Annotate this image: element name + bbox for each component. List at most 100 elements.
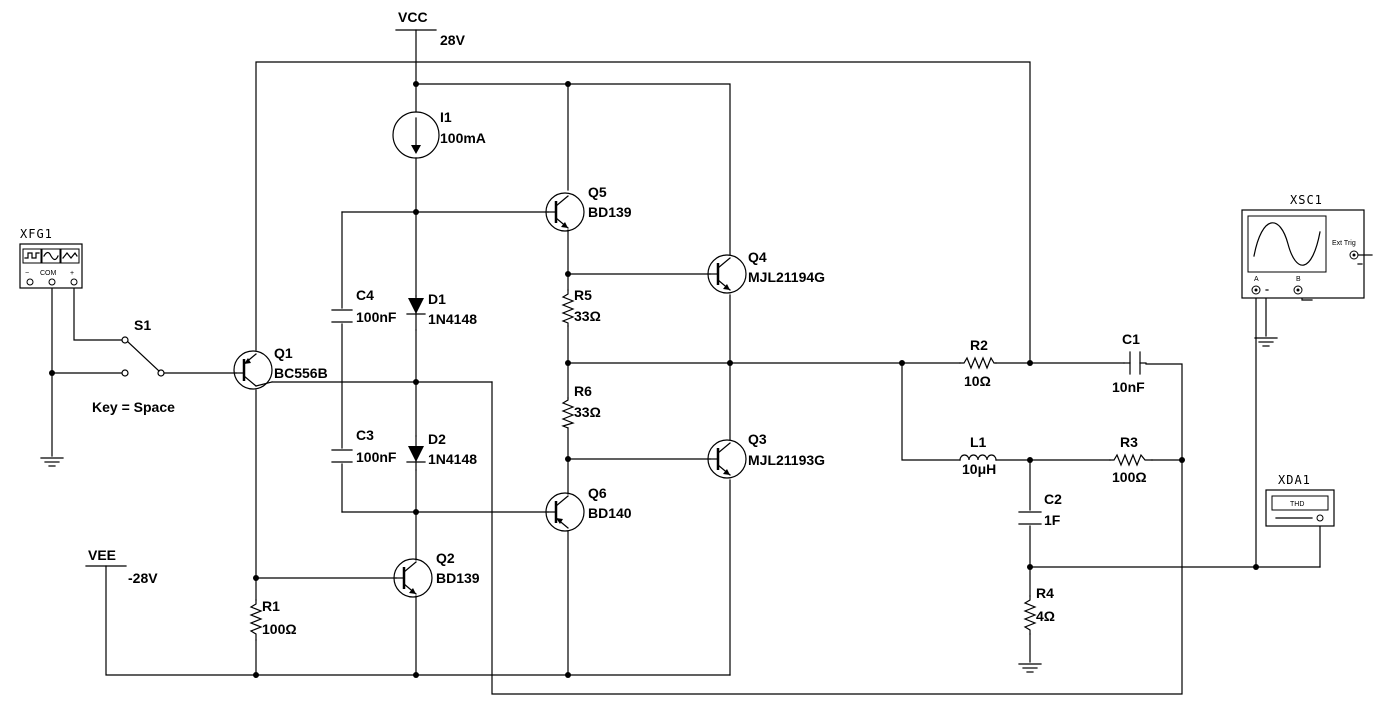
- q2-name: Q2: [436, 550, 455, 566]
- s1-name: S1: [134, 317, 151, 333]
- xfg1-com: COM: [40, 270, 57, 277]
- junction-dot: [413, 509, 419, 515]
- q1-name: Q1: [274, 345, 293, 361]
- xda1-name: XDA1: [1278, 473, 1311, 487]
- junction-dot: [1179, 457, 1185, 463]
- transistor-q5[interactable]: Q5 BD139: [545, 184, 632, 232]
- capacitor-c1[interactable]: C1 10nF: [1112, 331, 1147, 395]
- l1-name: L1: [970, 434, 987, 450]
- r5-name: R5: [574, 287, 592, 303]
- junction-dot: [49, 370, 55, 376]
- xfg1-minus: −: [25, 270, 29, 277]
- junction-dot: [253, 575, 259, 581]
- junction-dot: [253, 672, 259, 678]
- q3-name: Q3: [748, 431, 767, 447]
- vcc-supply: VCC 28V: [398, 9, 466, 48]
- capacitor-c3[interactable]: C3 100nF: [331, 427, 397, 465]
- transistor-q6[interactable]: Q6 BD140: [545, 485, 632, 532]
- ground-icon: [1254, 337, 1278, 347]
- junction-dot: [727, 360, 733, 366]
- transistor-q3[interactable]: Q3 MJL21193G: [707, 431, 825, 479]
- junction-dot: [1027, 457, 1033, 463]
- capacitor-c4[interactable]: C4 100nF: [331, 287, 397, 325]
- q1-value: BC556B: [274, 365, 328, 381]
- transistor-q4[interactable]: Q4 MJL21194G: [707, 249, 825, 294]
- xsc1-ch-b: B: [1296, 276, 1301, 283]
- c2-name: C2: [1044, 491, 1062, 507]
- d1-value: 1N4148: [428, 311, 477, 327]
- vee-supply: VEE -28V: [88, 547, 158, 586]
- junction-dot: [413, 672, 419, 678]
- xfg1-plus: +: [70, 270, 74, 277]
- function-generator-xfg1[interactable]: XFG1 − COM +: [19, 227, 83, 289]
- junction-dot: [565, 672, 571, 678]
- resistor-r6[interactable]: R6 33Ω: [561, 383, 601, 429]
- q2-value: BD139: [436, 570, 480, 586]
- q6-value: BD140: [588, 505, 632, 521]
- c3-value: 100nF: [356, 449, 397, 465]
- ground-icon: [1018, 663, 1042, 673]
- q4-value: MJL21194G: [748, 269, 825, 285]
- square-wave-icon: [24, 252, 40, 259]
- junction-dot: [565, 456, 571, 462]
- vee-value: -28V: [128, 570, 158, 586]
- resistor-r4[interactable]: R4 4Ω: [1023, 585, 1055, 635]
- scope-trace-icon: [1253, 222, 1321, 266]
- xda1-display: THD: [1290, 501, 1304, 508]
- r2-value: 10Ω: [964, 373, 991, 389]
- junction-dot: [565, 81, 571, 87]
- xsc1-ch-a: A: [1254, 276, 1259, 283]
- i1-name: I1: [440, 109, 452, 125]
- diode-d1[interactable]: D1 1N4148: [406, 291, 477, 331]
- q5-value: BD139: [588, 204, 632, 220]
- resistor-r5[interactable]: R5 33Ω: [561, 287, 601, 327]
- c4-name: C4: [356, 287, 374, 303]
- current-source-i1[interactable]: I1 100mA: [392, 109, 486, 159]
- r6-value: 33Ω: [574, 404, 601, 420]
- r4-name: R4: [1036, 585, 1054, 601]
- resistor-r1[interactable]: R1 100Ω: [249, 598, 297, 641]
- transistor-q2[interactable]: Q2 BD139: [393, 550, 480, 598]
- resistor-r2[interactable]: R2 10Ω: [959, 337, 997, 389]
- xsc1-name: XSC1: [1290, 193, 1323, 207]
- junction-dot: [413, 209, 419, 215]
- q5-name: Q5: [588, 184, 607, 200]
- ground-symbols: [40, 337, 1278, 673]
- switch-s1[interactable]: S1 Key = Space: [92, 317, 175, 415]
- inductor-l1[interactable]: L1 10μH: [959, 434, 997, 477]
- r1-value: 100Ω: [262, 621, 297, 637]
- transistor-q1[interactable]: Q1 BC556B: [233, 345, 328, 390]
- xsc1-ext-trig: Ext Trig: [1332, 240, 1356, 247]
- vcc-name: VCC: [398, 9, 428, 25]
- junction-dot: [565, 271, 571, 277]
- q6-name: Q6: [588, 485, 607, 501]
- ground-icon: [40, 457, 64, 467]
- oscilloscope-xsc1[interactable]: XSC1 Ext Trig A B: [1241, 193, 1373, 299]
- r3-value: 100Ω: [1112, 469, 1147, 485]
- s1-key: Key = Space: [92, 399, 175, 415]
- c2-value: 1F: [1044, 512, 1061, 528]
- xfg1-name: XFG1: [20, 227, 53, 241]
- i1-value: 100mA: [440, 130, 486, 146]
- sine-wave-icon: [43, 251, 59, 261]
- junction-dot: [1027, 564, 1033, 570]
- resistor-r3[interactable]: R3 100Ω: [1109, 434, 1153, 485]
- d2-value: 1N4148: [428, 451, 477, 467]
- junction-dot: [413, 81, 419, 87]
- junction-dot: [413, 379, 419, 385]
- r2-name: R2: [970, 337, 988, 353]
- distortion-analyzer-xda1[interactable]: XDA1 THD: [1265, 473, 1335, 527]
- diode-d2[interactable]: D2 1N4148: [406, 431, 477, 471]
- capacitor-c2[interactable]: C2 1F: [1018, 491, 1062, 528]
- r4-value: 4Ω: [1036, 608, 1055, 624]
- r6-name: R6: [574, 383, 592, 399]
- q4-name: Q4: [748, 249, 767, 265]
- r5-value: 33Ω: [574, 308, 601, 324]
- d2-name: D2: [428, 431, 446, 447]
- q3-value: MJL21193G: [748, 452, 825, 468]
- junction-dot: [1253, 564, 1259, 570]
- c1-value: 10nF: [1112, 379, 1145, 395]
- vee-name: VEE: [88, 547, 116, 563]
- r1-name: R1: [262, 598, 280, 614]
